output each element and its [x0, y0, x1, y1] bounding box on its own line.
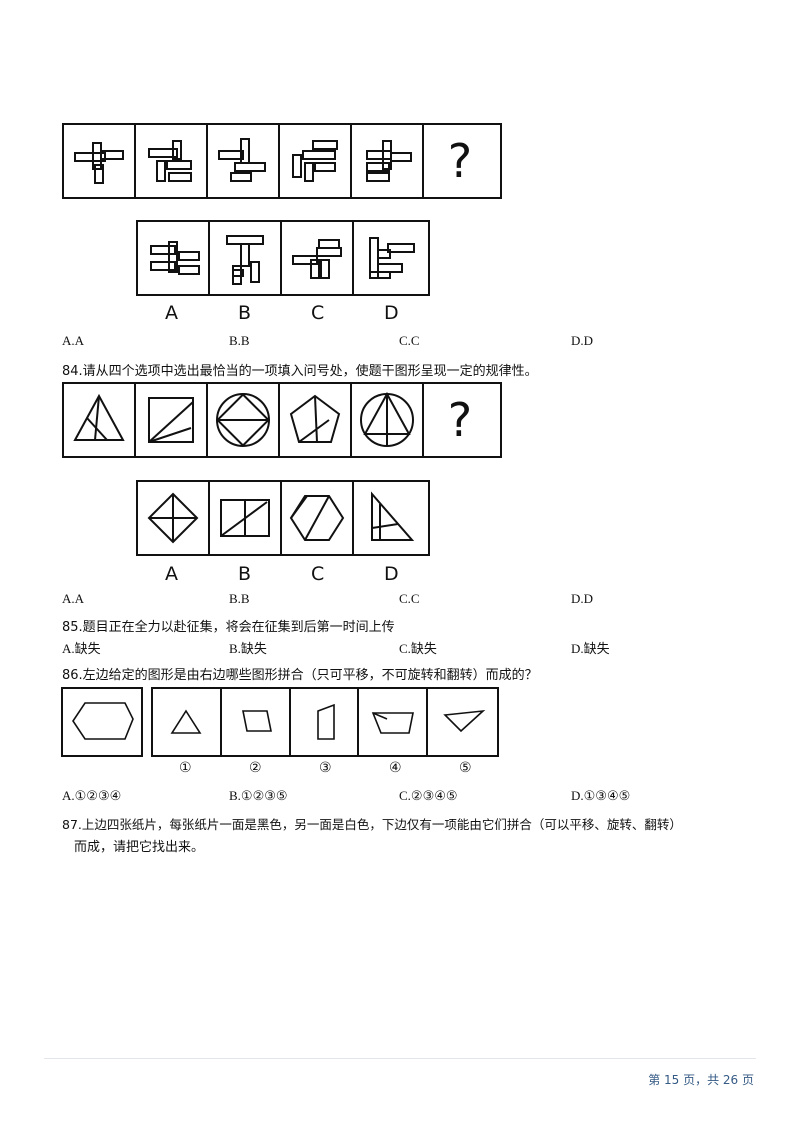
q83-stem-figure-4	[280, 125, 352, 197]
q86-question-text: 86.左边给定的图形是由右边哪些图形拼合（只可平移，不可旋转和翻转）而成的？	[62, 668, 538, 683]
q86-piece-2	[222, 689, 291, 755]
q86-option-c[interactable]: C.②③④⑤	[399, 788, 458, 803]
q86-pieces	[151, 687, 499, 757]
q85-option-c[interactable]: C.缺失	[399, 641, 437, 656]
q84-answer-figure-d	[354, 482, 426, 554]
q83-option-b[interactable]: B.B	[229, 333, 250, 348]
q85-option-b[interactable]: B.缺失	[229, 641, 267, 656]
footer-divider	[44, 1058, 756, 1059]
q83-question-mark: ?	[447, 134, 473, 188]
q84-stem-figures: ?	[62, 382, 502, 458]
q84-option-d[interactable]: D.D	[571, 591, 594, 606]
q87-question-text-line2: 而成，请把它找出来。	[74, 840, 205, 855]
q83-stem-figure-3	[208, 125, 280, 197]
q85-question-text: 85.题目正在全力以赴征集，将会在征集到后第一时间上传	[62, 620, 395, 635]
q83-stem-figure-5	[352, 125, 424, 197]
q84-stem-figure-1	[64, 384, 136, 456]
q86-option-a[interactable]: A.①②③④	[62, 788, 122, 803]
q86-option-d[interactable]: D.①③④⑤	[571, 788, 631, 803]
q83-answer-figures	[136, 220, 430, 296]
q86-piece-3	[291, 689, 360, 755]
q84-question-mark: ?	[447, 393, 473, 447]
q83-stem-figure-1	[64, 125, 136, 197]
q84-answer-label-d: D	[384, 563, 399, 585]
q83-answer-figure-d	[354, 222, 426, 294]
q83-answer-label-d: D	[384, 302, 399, 324]
q86-piece-label-3: ③	[319, 760, 332, 776]
page-number: 第 15 页，共 26 页	[648, 1073, 754, 1087]
q83-answer-figure-a	[138, 222, 210, 294]
q84-answer-figure-a	[138, 482, 210, 554]
q84-option-a[interactable]: A.A	[62, 591, 85, 606]
q85-option-d[interactable]: D.缺失	[571, 641, 610, 656]
q84-question-text: 84.请从四个选项中选出最恰当的一项填入问号处，使题干图形呈现一定的规律性。	[62, 364, 538, 379]
q86-piece-label-4: ④	[389, 760, 402, 776]
q87-question-text-line1: 87.上边四张纸片，每张纸片一面是黑色，另一面是白色，下边仅有一项能由它们拼合（…	[62, 817, 682, 832]
q86-piece-label-5: ⑤	[459, 760, 472, 776]
q84-option-c[interactable]: C.C	[399, 591, 420, 606]
q84-option-b[interactable]: B.B	[229, 591, 250, 606]
q86-piece-1	[153, 689, 222, 755]
q84-answer-label-c: C	[311, 563, 325, 585]
q83-answer-figure-c	[282, 222, 354, 294]
q84-stem-figure-4	[280, 384, 352, 456]
q83-answer-label-c: C	[311, 302, 325, 324]
q83-answer-label-a: A	[165, 302, 178, 324]
q83-option-a[interactable]: A.A	[62, 333, 85, 348]
q84-stem-figure-3	[208, 384, 280, 456]
q86-target-shape	[61, 687, 143, 757]
q83-option-c[interactable]: C.C	[399, 333, 420, 348]
q84-answer-label-a: A	[165, 563, 178, 585]
q83-stem-figures: ?	[62, 123, 502, 199]
q84-answer-figure-c	[282, 482, 354, 554]
q83-answer-label-b: B	[238, 302, 252, 324]
q83-option-d[interactable]: D.D	[571, 333, 594, 348]
q84-answer-label-b: B	[238, 563, 252, 585]
q86-option-b[interactable]: B.①②③⑤	[229, 788, 288, 803]
q84-answer-figure-b	[210, 482, 282, 554]
q86-piece-4	[359, 689, 429, 755]
q86-piece-5	[428, 689, 497, 755]
q84-stem-figure-5	[352, 384, 424, 456]
q84-stem-figure-2	[136, 384, 208, 456]
q85-option-a[interactable]: A.缺失	[62, 641, 101, 656]
q84-answer-figures	[136, 480, 430, 556]
q83-stem-figure-2	[136, 125, 208, 197]
q86-piece-label-1: ①	[179, 760, 192, 776]
q86-piece-label-2: ②	[249, 760, 262, 776]
q83-answer-figure-b	[210, 222, 282, 294]
